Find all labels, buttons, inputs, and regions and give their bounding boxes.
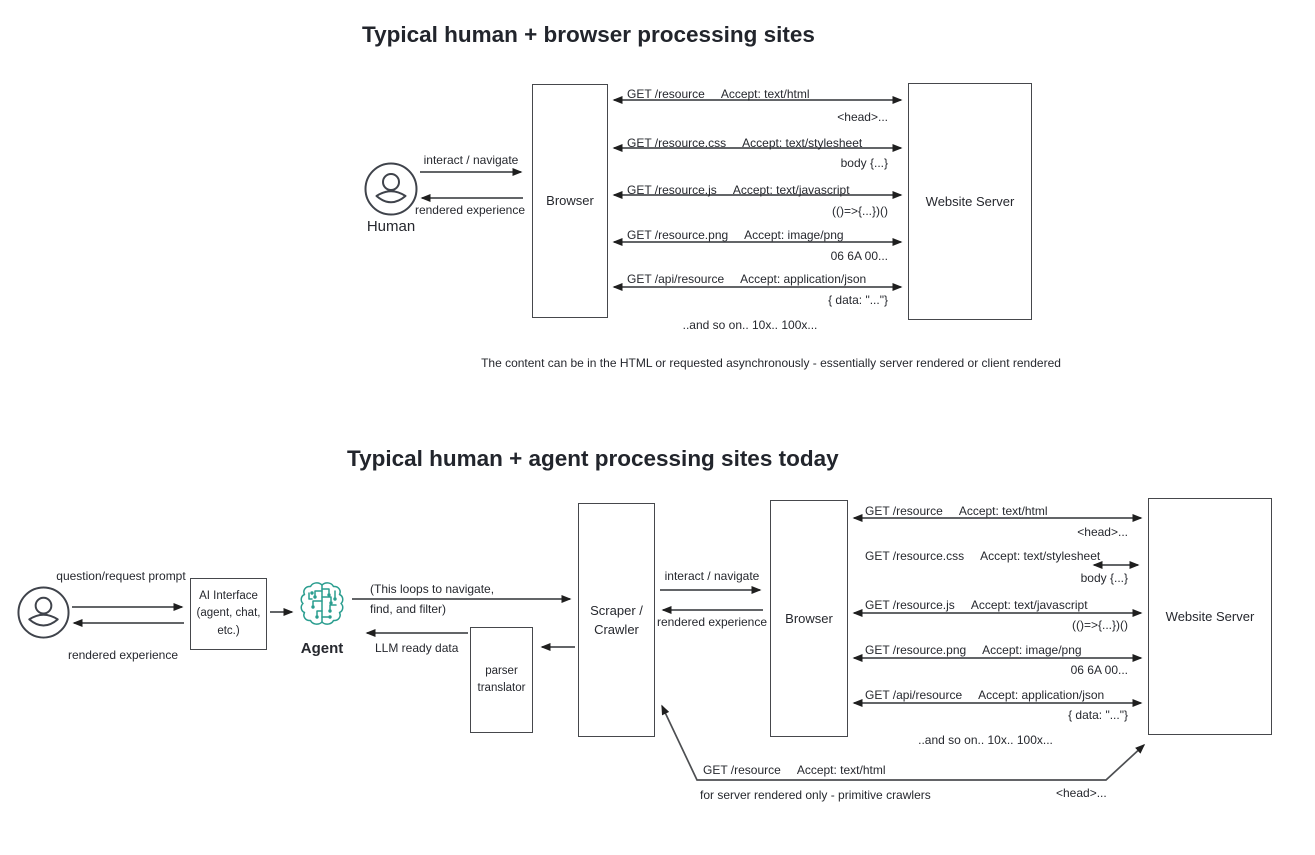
request-method: GET /resource.png (865, 643, 967, 657)
crawler-note-request: GET /resource Accept: text/html (703, 763, 886, 777)
request-accept: Accept: text/html (720, 87, 810, 101)
browser-box-top: Browser (532, 84, 608, 318)
parser-translator-box: parser translator (470, 627, 533, 733)
request-label: GET /resource.png Accept: image/png (627, 228, 844, 242)
request-label: GET /resource Accept: text/html (865, 504, 1048, 518)
agent-label: Agent (300, 640, 344, 657)
request-accept: Accept: application/json (740, 272, 867, 286)
rendered-experience-label-top: rendered experience (414, 203, 526, 217)
crawler-note-subtitle: for server rendered only - primitive cra… (700, 788, 931, 802)
request-method: GET /resource.js (627, 183, 717, 197)
interact-navigate-label-top: interact / navigate (423, 153, 519, 167)
request-label: GET /api/resource Accept: application/jso… (627, 272, 866, 286)
request-method: GET /resource.png (627, 228, 729, 242)
response-label: 06 6A 00... (830, 249, 888, 263)
request-method: GET /resource.js (865, 598, 955, 612)
response-label: <head>... (837, 110, 888, 124)
request-method: GET /api/resource (627, 272, 725, 286)
request-label: GET /resource Accept: text/html (627, 87, 810, 101)
request-label: GET /resource.css Accept: text/stylesheet (627, 136, 862, 150)
loops-label-line1: (This loops to navigate, (370, 582, 495, 596)
rendered-experience-label-human: rendered experience (67, 648, 179, 662)
diagram1-caption: The content can be in the HTML or reques… (481, 356, 1061, 370)
response-label: { data: "..."} (828, 293, 888, 307)
diagram1-title: Typical human + browser processing sites (362, 22, 815, 47)
request-accept: Accept: text/stylesheet (980, 549, 1101, 563)
response-label: body {...} (1080, 571, 1128, 585)
interact-navigate-label-bottom: interact / navigate (664, 569, 760, 583)
request-label: GET /api/resource Accept: application/jso… (865, 688, 1104, 702)
human-label: Human (366, 218, 416, 235)
human-icon (364, 162, 418, 216)
request-accept: Accept: application/json (978, 688, 1105, 702)
request-accept: Accept: text/stylesheet (742, 136, 863, 150)
crawler-note-response: <head>... (1056, 786, 1107, 800)
response-label: (()=>{...})() (831, 204, 888, 218)
browser-box-bottom: Browser (770, 500, 848, 737)
request-label: GET /resource.css Accept: text/stylesheet (865, 549, 1100, 563)
response-label: { data: "..."} (1068, 708, 1128, 722)
response-label: 06 6A 00... (1070, 663, 1128, 677)
response-label: (()=>{...})() (1071, 618, 1128, 632)
ai-interface-box: AI Interface (agent, chat, etc.) (190, 578, 267, 650)
request-accept: Accept: image/png (982, 643, 1082, 657)
loops-label-line2: find, and filter) (370, 602, 447, 616)
and-so-on-label-top: ..and so on.. 10x.. 100x... (682, 318, 818, 332)
request-accept: Accept: text/html (958, 504, 1048, 518)
and-so-on-label-bottom: ..and so on.. 10x.. 100x... (918, 733, 1053, 747)
response-label: <head>... (1077, 525, 1128, 539)
website-server-box-bottom: Website Server (1148, 498, 1272, 735)
request-method: GET /resource (703, 763, 781, 777)
request-accept: Accept: text/javascript (970, 598, 1088, 612)
request-label: GET /resource.js Accept: text/javascript (627, 183, 850, 197)
agent-brain-icon (300, 582, 344, 625)
request-accept: Accept: text/javascript (732, 183, 850, 197)
request-accept: Accept: image/png (744, 228, 844, 242)
request-accept: Accept: text/html (796, 763, 886, 777)
request-label: GET /resource.js Accept: text/javascript (865, 598, 1088, 612)
website-server-box-top: Website Server (908, 83, 1032, 320)
request-label: GET /resource.png Accept: image/png (865, 643, 1082, 657)
llm-ready-data-label: LLM ready data (375, 641, 459, 655)
request-method: GET /resource.css (865, 549, 965, 563)
diagram2-title: Typical human + agent processing sites t… (347, 446, 839, 471)
request-method: GET /resource.css (627, 136, 727, 150)
request-method: GET /resource (627, 87, 705, 101)
request-method: GET /resource (865, 504, 943, 518)
scraper-crawler-box: Scraper / Crawler (578, 503, 655, 737)
human-icon (17, 586, 70, 639)
response-label: body {...} (840, 156, 888, 170)
question-request-prompt-label: question/request prompt (56, 569, 186, 583)
request-method: GET /api/resource (865, 688, 963, 702)
rendered-experience-label-bottom: rendered experience (656, 615, 768, 629)
